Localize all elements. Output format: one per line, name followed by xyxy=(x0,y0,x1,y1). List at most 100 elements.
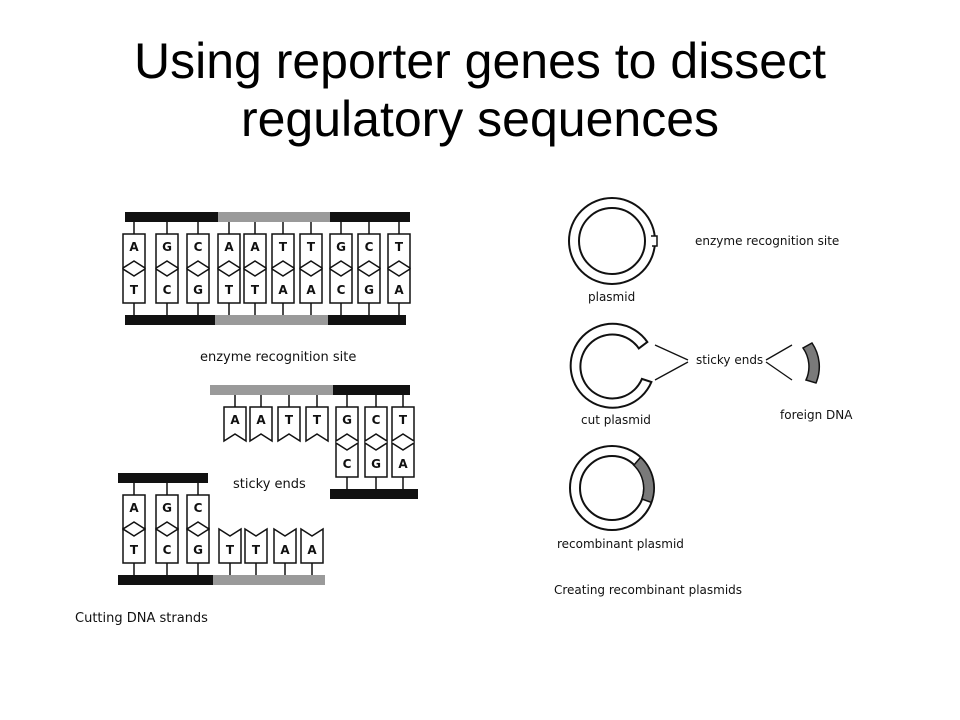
base-letter: A xyxy=(280,543,290,557)
enzyme-site-label-right: enzyme recognition site xyxy=(695,234,839,248)
base-bottom xyxy=(155,267,179,304)
base-bottom xyxy=(364,441,388,478)
strand-backbone-bottom xyxy=(215,315,328,325)
base-bottom xyxy=(217,267,241,304)
base-letter: G xyxy=(364,283,374,297)
base-top xyxy=(186,494,210,531)
base-letter: T xyxy=(251,283,260,297)
base-letter: G xyxy=(162,501,172,515)
base-bottom xyxy=(357,267,381,304)
base-letter: A xyxy=(129,240,139,254)
base-letter: G xyxy=(193,283,203,297)
base-letter: A xyxy=(224,240,234,254)
base-letter: A xyxy=(256,413,266,427)
cutting-dna-panel: A G C A A T T G C T T C G T T A A C G A enzyme recognition … xyxy=(75,212,418,626)
base-letter: A xyxy=(307,543,317,557)
pointer-line xyxy=(654,344,689,361)
cut-plasmid-label: cut plasmid xyxy=(581,413,651,427)
base-top xyxy=(217,233,241,270)
base-bottom xyxy=(155,527,179,564)
fragment-backbone-bottom xyxy=(118,575,213,585)
enzyme-site-label-left: enzyme recognition site xyxy=(200,350,356,365)
sticky-ends-label-left: sticky ends xyxy=(233,477,306,492)
base-letter: T xyxy=(226,543,235,557)
base-letter: C xyxy=(163,543,172,557)
base-bottom xyxy=(299,267,323,304)
base-bottom xyxy=(329,267,353,304)
base-bottom xyxy=(186,527,210,564)
fragment-backbone-bottom xyxy=(330,489,418,499)
foreign-dna-fragment xyxy=(801,342,821,384)
cutting-dna-caption: Cutting DNA strands xyxy=(75,611,208,626)
base-bottom xyxy=(271,267,295,304)
base-top xyxy=(186,233,210,270)
base-letter: C xyxy=(194,501,203,515)
fragment-backbone-top xyxy=(118,473,208,483)
base-top xyxy=(271,233,295,270)
base-letter: C xyxy=(163,283,172,297)
base-letter: T xyxy=(279,240,288,254)
base-letter: T xyxy=(395,240,404,254)
base-top xyxy=(357,233,381,270)
base-bottom xyxy=(335,441,359,478)
base-top xyxy=(329,233,353,270)
base-letter: A xyxy=(306,283,316,297)
base-bottom xyxy=(122,527,146,564)
title-line-2: regulatory sequences xyxy=(240,91,720,147)
right-dna-fragment: A A T T G C T C G A xyxy=(210,385,418,499)
recombinant-plasmid-ring xyxy=(569,445,655,531)
base-letter: A xyxy=(230,413,240,427)
base-letter: T xyxy=(225,283,234,297)
base-top xyxy=(243,233,267,270)
strand-backbone-bottom xyxy=(125,315,215,325)
fragment-backbone-bottom xyxy=(213,575,325,585)
base-letter: C xyxy=(372,413,381,427)
slide-title: Using reporter genes to dissect regulato… xyxy=(0,32,960,148)
base-letter: C xyxy=(194,240,203,254)
base-letter: G xyxy=(342,413,352,427)
base-letter: T xyxy=(285,413,294,427)
inserted-foreign-dna xyxy=(632,456,655,504)
base-letter: C xyxy=(343,457,352,471)
base-top xyxy=(223,406,247,443)
base-top xyxy=(249,406,273,443)
base-top xyxy=(305,406,329,443)
recombinant-plasmid-label: recombinant plasmid xyxy=(557,537,684,551)
base-letter: T xyxy=(399,413,408,427)
fragment-backbone-top xyxy=(333,385,410,395)
base-letter: T xyxy=(130,283,139,297)
base-letter: C xyxy=(337,283,346,297)
base-top xyxy=(155,233,179,270)
strand-backbone-top xyxy=(218,212,330,222)
base-bottom xyxy=(122,267,146,304)
base-letter: A xyxy=(394,283,404,297)
base-top xyxy=(277,406,301,443)
base-bottom xyxy=(300,527,324,564)
base-top xyxy=(391,406,415,443)
recognition-site-notch xyxy=(651,235,658,247)
recombinant-plasmid-panel: plasmid enzyme recognition site cut plas… xyxy=(554,197,853,597)
title-line-1: Using reporter genes to dissect xyxy=(133,33,827,89)
cut-plasmid-ring xyxy=(569,322,689,409)
creating-recombinant-caption: Creating recombinant plasmids xyxy=(554,583,742,597)
sticky-ends-label-right: sticky ends xyxy=(696,353,763,367)
base-bottom xyxy=(244,527,268,564)
strand-backbone-bottom xyxy=(328,315,406,325)
base-letter: A xyxy=(250,240,260,254)
base-letter: T xyxy=(313,413,322,427)
base-letter: A xyxy=(278,283,288,297)
base-bottom xyxy=(186,267,210,304)
base-top xyxy=(122,494,146,531)
base-letter: G xyxy=(371,457,381,471)
foreign-dna-label: foreign DNA xyxy=(780,408,853,422)
base-letter: G xyxy=(162,240,172,254)
base-top xyxy=(335,406,359,443)
base-top xyxy=(364,406,388,443)
base-letter: T xyxy=(130,543,139,557)
base-letter: A xyxy=(398,457,408,471)
base-top xyxy=(299,233,323,270)
strand-backbone-top xyxy=(125,212,218,222)
